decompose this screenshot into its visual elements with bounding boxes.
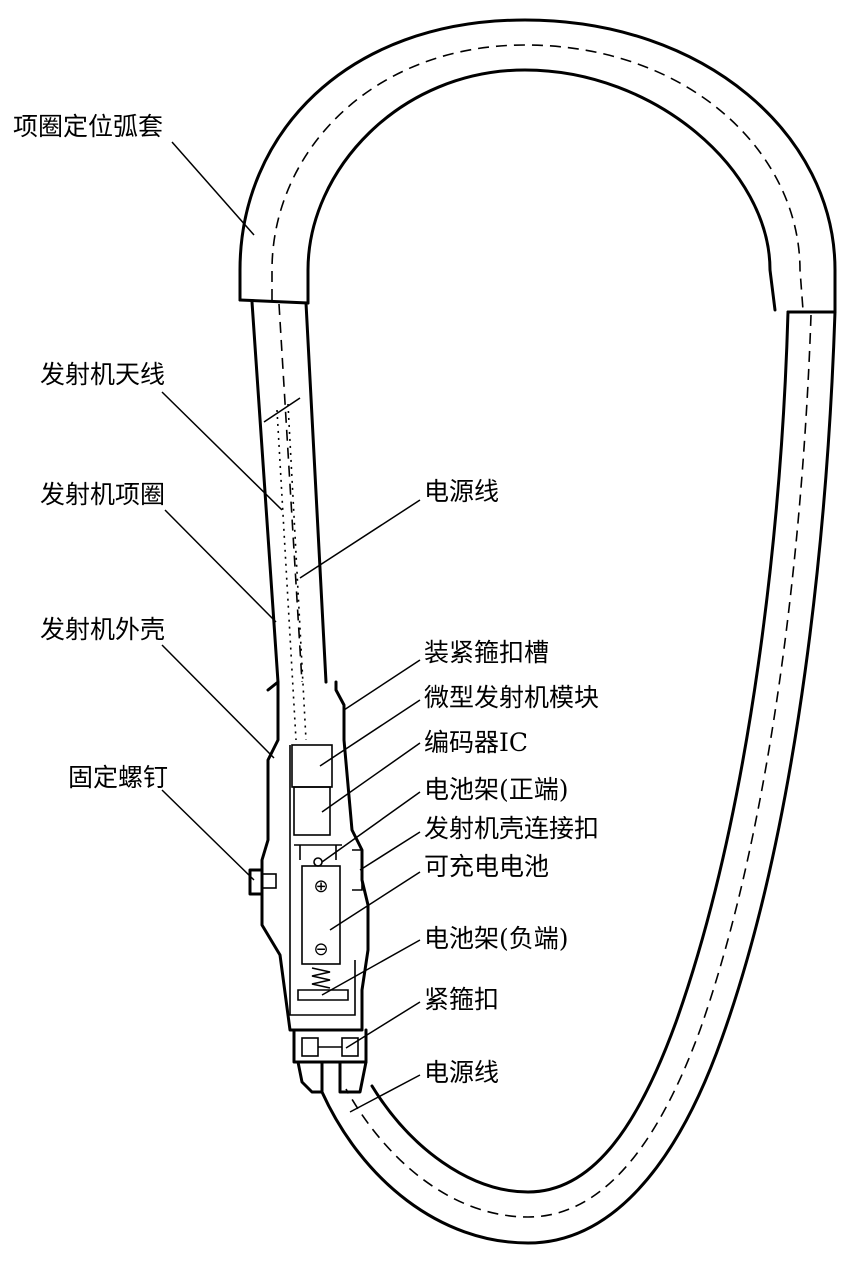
label-clamp-buckle-slot: 装紧箍扣槽: [424, 638, 550, 667]
positive-symbol: ⊕: [313, 876, 328, 897]
label-transmitter-housing: 发射机外壳: [40, 615, 166, 644]
negative-symbol: ⊖: [313, 939, 328, 960]
label-collar-arc-sleeve: 项圈定位弧套: [13, 112, 164, 141]
transmitter-housing: ⊕ ⊖: [248, 680, 370, 1032]
collar-band-left: [250, 300, 328, 741]
label-battery-holder-negative: 电池架(负端): [424, 924, 569, 953]
label-battery-holder-positive: 电池架(正端): [424, 775, 569, 804]
label-encoder-ic: 编码器IC: [424, 728, 529, 757]
label-micro-transmitter-module: 微型发射机模块: [424, 683, 600, 712]
arc-sleeve: [238, 18, 837, 314]
label-power-line-lower: 电源线: [424, 1058, 500, 1087]
collar-band-right: [320, 310, 837, 1245]
clamp-buckle: [292, 1028, 368, 1094]
label-transmitter-antenna: 发射机天线: [40, 360, 166, 389]
label-fixing-screw: 固定螺钉: [68, 763, 169, 792]
label-clamp-buckle: 紧箍扣: [424, 985, 500, 1014]
label-housing-connect-buckle: 发射机壳连接扣: [424, 814, 600, 843]
label-power-line-upper: 电源线: [424, 477, 500, 506]
leader-lines: [161, 141, 421, 1113]
label-rechargeable-battery: 可充电电池: [424, 852, 550, 881]
label-transmitter-collar: 发射机项圈: [40, 480, 166, 509]
